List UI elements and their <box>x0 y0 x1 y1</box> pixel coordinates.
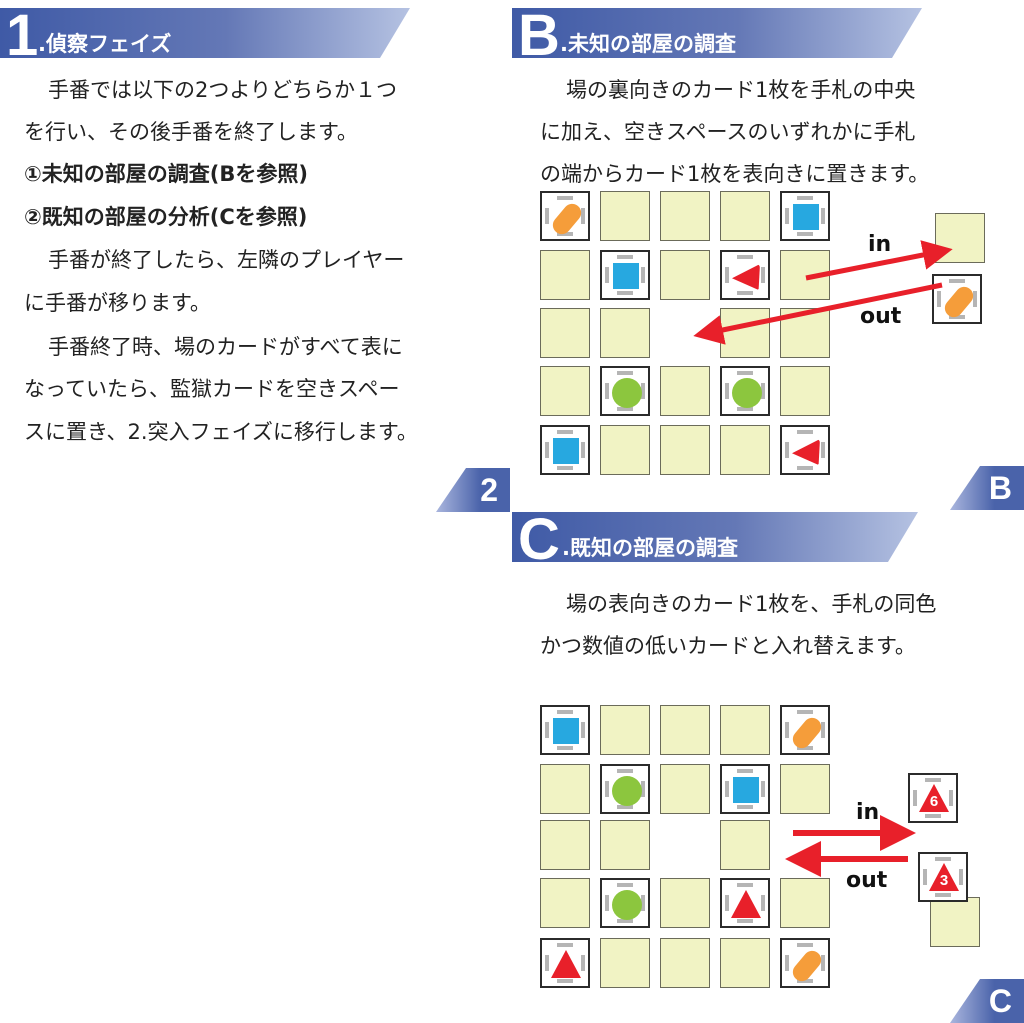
in-label: in <box>868 232 892 257</box>
face-down-card <box>540 820 590 870</box>
body-line: 手番では以下の2つよりどちらか１つ <box>48 78 397 102</box>
c-line: かつ数値の低いカードと入れ替えます。 <box>540 634 916 658</box>
option-1: ①未知の部屋の調査(Bを参照) <box>24 162 308 186</box>
section-c-title: .既知の部屋の調査 <box>562 536 738 560</box>
face-up-card-blue <box>720 764 770 814</box>
face-down-card <box>660 938 710 988</box>
section-b-title: .未知の部屋の調査 <box>560 32 736 56</box>
face-down-card <box>600 820 650 870</box>
page-letter: C <box>988 983 1012 1019</box>
green-circle-icon <box>612 890 642 920</box>
body-line: を行い、その後手番を終了します。 <box>24 120 358 144</box>
face-up-card-blue <box>600 250 650 300</box>
in-label: in <box>856 800 880 825</box>
blue-square-icon <box>553 718 579 744</box>
green-circle-icon <box>612 378 642 408</box>
hand-orange-card <box>932 274 982 324</box>
face-up-card-green <box>600 878 650 928</box>
face-up-card-green <box>600 764 650 814</box>
face-down-card <box>600 705 650 755</box>
face-down-card <box>540 764 590 814</box>
page-letter: B <box>988 470 1012 506</box>
section-1-title: .偵察フェイズ <box>38 32 172 56</box>
face-down-card <box>720 938 770 988</box>
face-down-card <box>780 366 830 416</box>
section-b-banner: B .未知の部屋の調査 <box>512 8 922 58</box>
face-down-card <box>780 764 830 814</box>
hand-red-card-out: 3 <box>918 852 968 902</box>
face-down-card <box>540 308 590 358</box>
body-line: スに置き、2.突入フェイズに移行します。 <box>24 420 418 444</box>
section-b-letter: B <box>518 3 558 68</box>
face-up-card-blue <box>540 425 590 475</box>
face-up-card-orange <box>780 938 830 988</box>
section-c-letter: C <box>518 507 558 572</box>
section-1-banner: 1 .偵察フェイズ <box>0 8 410 58</box>
body-line: に手番が移ります。 <box>24 291 211 315</box>
face-down-card <box>660 705 710 755</box>
section-c-banner: C .既知の部屋の調査 <box>512 512 918 562</box>
face-down-card <box>660 425 710 475</box>
blue-square-icon <box>733 777 759 803</box>
body-line: 手番終了時、場のカードがすべて表に <box>48 335 403 359</box>
face-down-card <box>660 878 710 928</box>
blue-square-icon <box>553 438 579 464</box>
b-line: の端からカード1枚を表向きに置きます。 <box>540 162 930 186</box>
face-up-card-red-up <box>540 938 590 988</box>
hand-blank-card <box>930 897 980 947</box>
face-down-card <box>660 250 710 300</box>
face-down-card <box>660 764 710 814</box>
c-line: 場の表向きのカード1枚を、手札の同色 <box>566 592 937 616</box>
face-up-card-red-left <box>720 250 770 300</box>
green-circle-icon <box>612 776 642 806</box>
section-1-number: 1 <box>6 3 37 68</box>
arrow-in-b <box>805 240 953 281</box>
face-up-card-orange <box>540 191 590 241</box>
page-number: 2 <box>480 472 498 508</box>
face-down-card <box>660 366 710 416</box>
face-down-card <box>600 938 650 988</box>
face-down-card <box>600 425 650 475</box>
face-down-card <box>540 366 590 416</box>
blue-square-icon <box>793 204 819 230</box>
face-up-card-blue <box>780 191 830 241</box>
option-2: ②既知の部屋の分析(Cを参照) <box>24 205 308 229</box>
face-down-card <box>600 308 650 358</box>
hand-red-card-in: 6 <box>908 773 958 823</box>
body-line: 手番が終了したら、左隣のプレイヤー <box>48 248 405 272</box>
arrow-out-b <box>693 282 943 345</box>
face-down-card <box>540 250 590 300</box>
face-up-card-green <box>600 366 650 416</box>
face-down-card <box>660 191 710 241</box>
out-label: out <box>846 868 888 893</box>
face-down-card <box>720 191 770 241</box>
face-down-card <box>720 425 770 475</box>
out-label: out <box>860 304 902 329</box>
face-down-card <box>720 308 770 358</box>
face-down-card <box>600 191 650 241</box>
b-line: 場の裏向きのカード1枚を手札の中央 <box>566 78 916 102</box>
face-up-card-blue <box>540 705 590 755</box>
blue-square-icon <box>613 263 639 289</box>
face-down-card <box>780 878 830 928</box>
face-up-card-orange <box>780 705 830 755</box>
face-up-card-green <box>720 366 770 416</box>
green-circle-icon <box>732 378 762 408</box>
face-down-card <box>720 820 770 870</box>
b-line: に加え、空きスペースのいずれかに手札 <box>540 120 916 144</box>
face-down-card <box>540 878 590 928</box>
face-up-card-red-up <box>720 878 770 928</box>
face-down-card <box>720 705 770 755</box>
face-up-card-red-left <box>780 425 830 475</box>
body-line: なっていたら、監獄カードを空きスペー <box>24 377 400 401</box>
